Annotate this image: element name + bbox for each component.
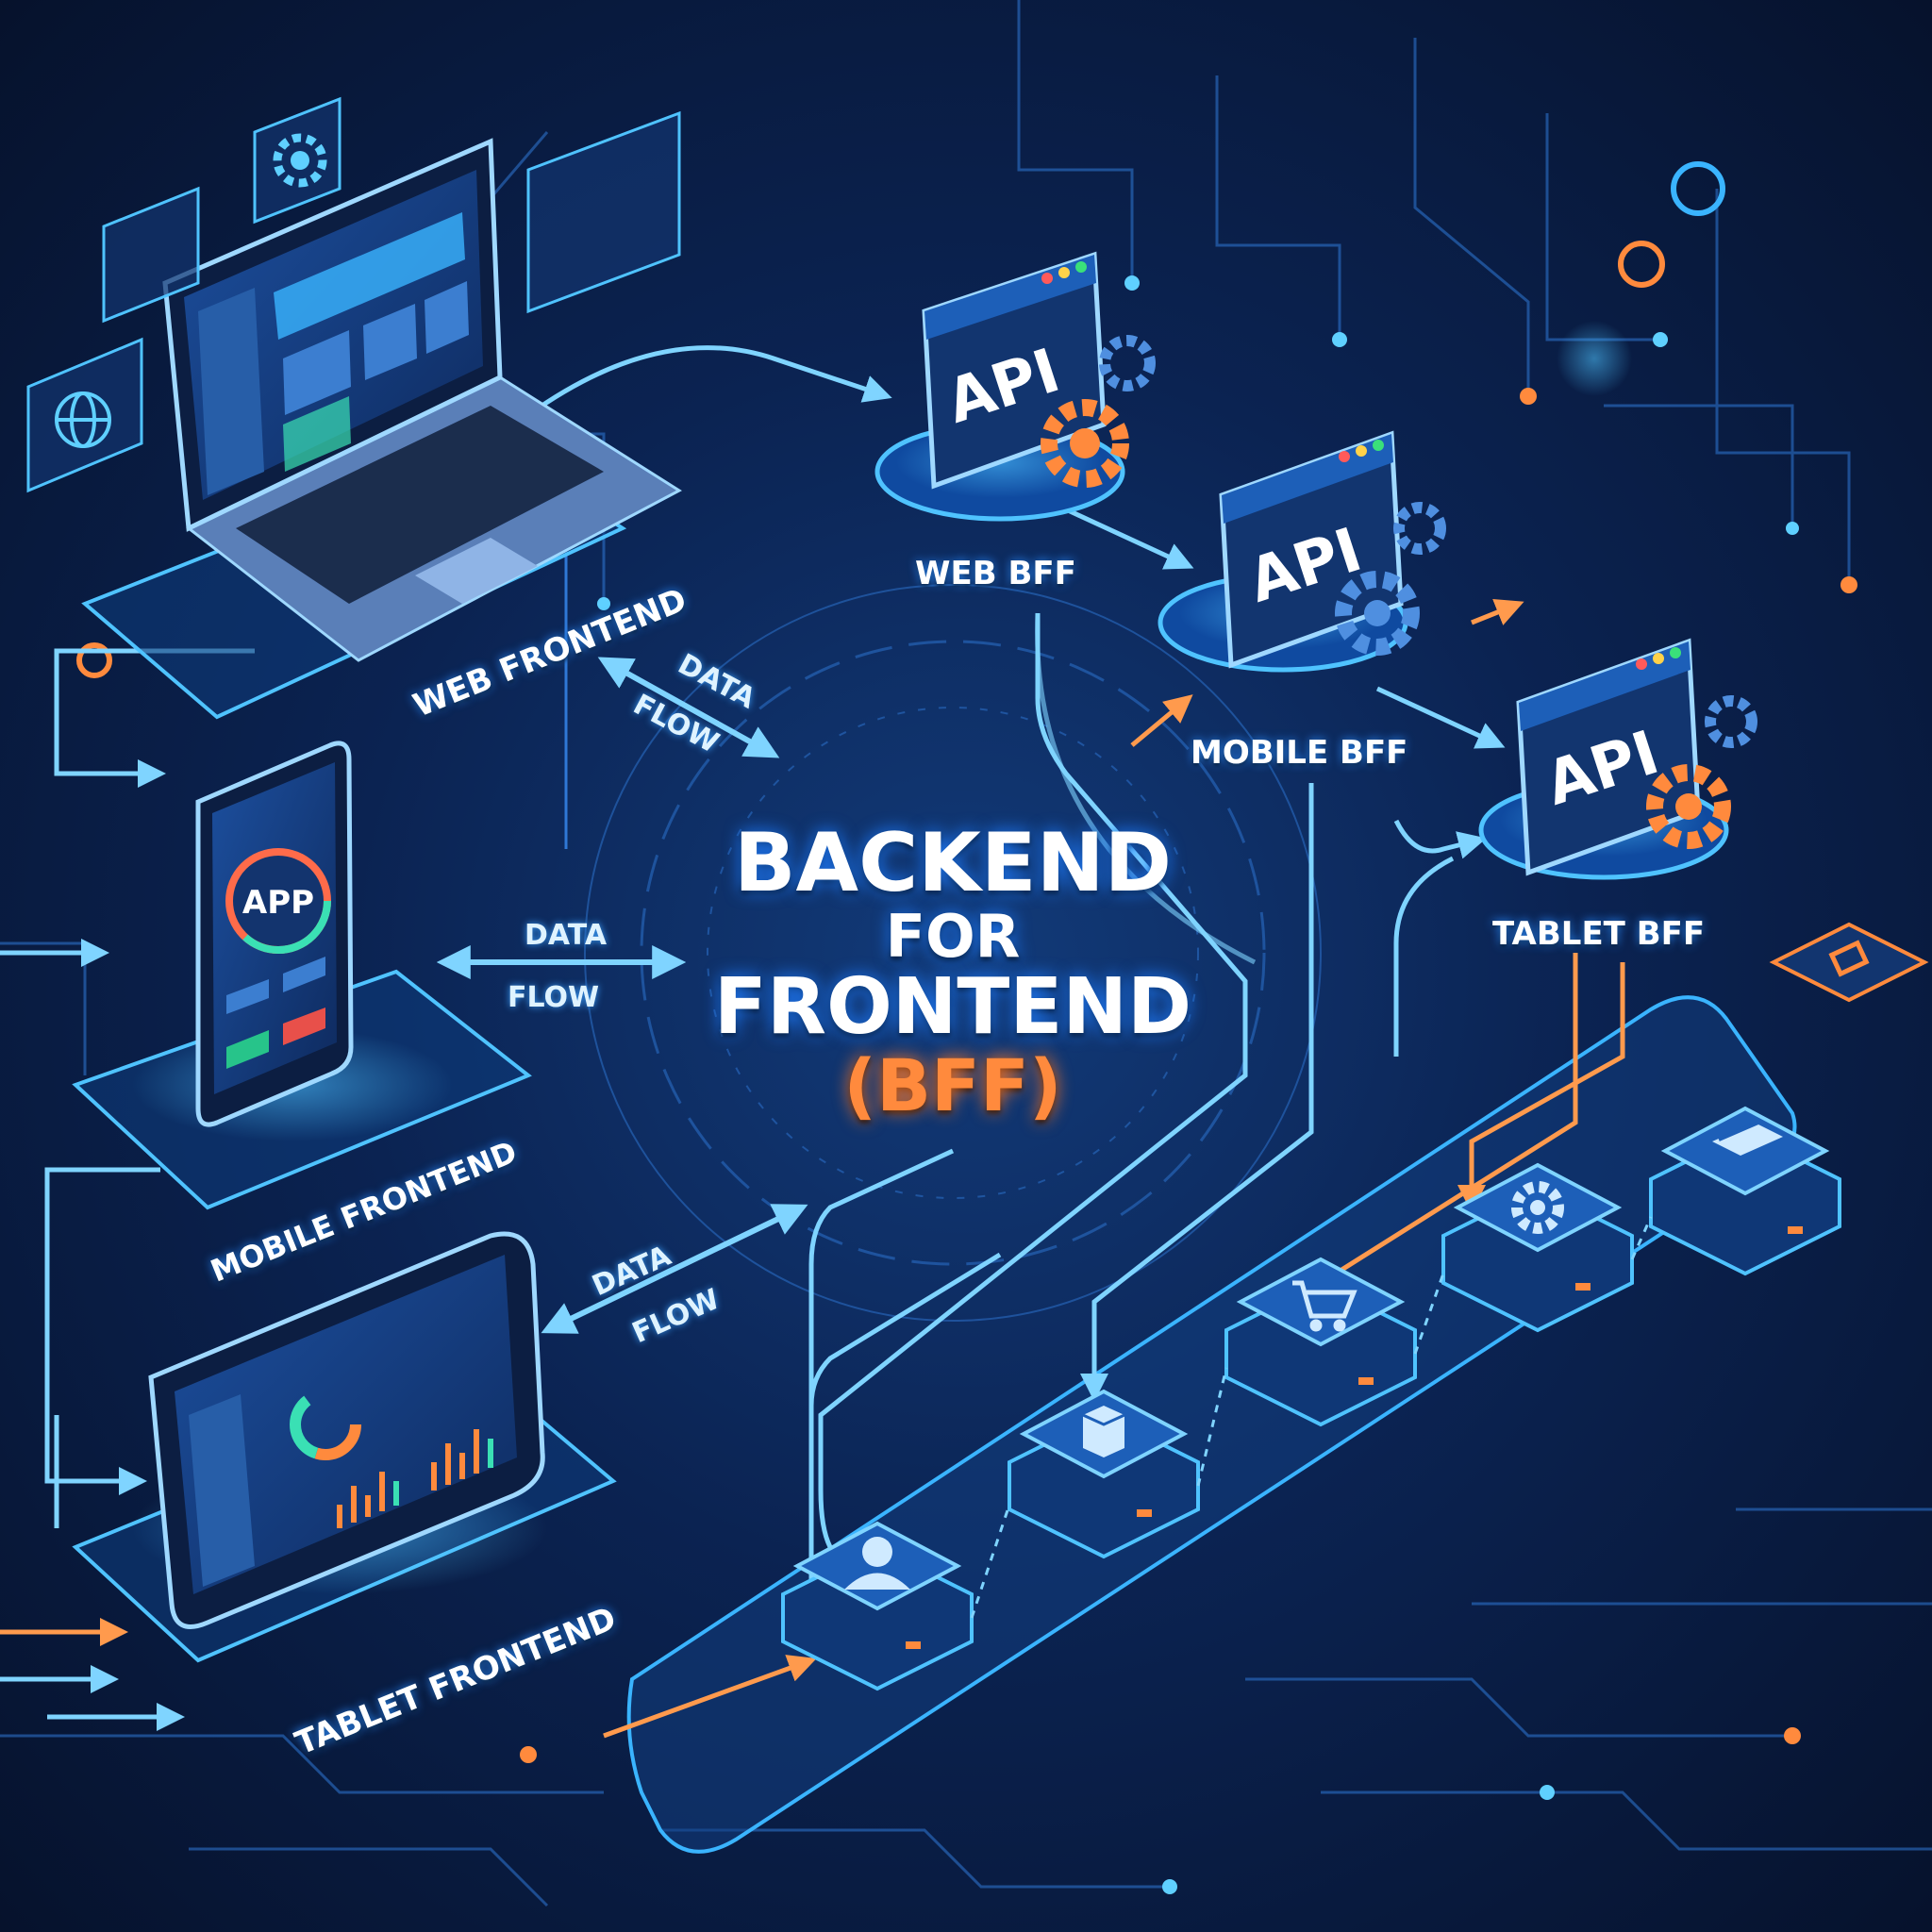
- tablet-bff-label: TABLET BFF: [1492, 915, 1706, 953]
- gear-icon: [1646, 695, 1757, 849]
- mobile-bff-label: MOBILE BFF: [1191, 734, 1408, 772]
- title-line-1: BACKEND: [734, 816, 1172, 910]
- smartphone-icon: APP: [72, 741, 532, 1210]
- gear-icon: [1041, 335, 1156, 488]
- data-flow-arrows: [436, 657, 808, 1334]
- app-screen-text: APP: [242, 884, 314, 922]
- shopping-cart-icon: [1292, 1280, 1357, 1332]
- connection-lines: [0, 345, 1625, 1739]
- bff-mobile-card: API: [1158, 430, 1446, 673]
- service-links: [970, 1216, 1653, 1619]
- tablet-icon: [72, 1231, 617, 1663]
- gear-icon: [273, 133, 327, 188]
- service-node-cart: [1224, 1257, 1417, 1427]
- data-flow-arrow-1: [597, 657, 780, 758]
- data-flow-arrow-3: [541, 1204, 808, 1334]
- gear-icon: [1335, 502, 1446, 656]
- gear-icon: [1511, 1181, 1564, 1234]
- web-bff-label: WEB BFF: [915, 555, 1076, 592]
- service-node-user: [781, 1521, 974, 1691]
- bff-tablet-card: API: [1478, 638, 1757, 880]
- globe-icon: [55, 391, 111, 448]
- bff-web-card: API: [874, 251, 1156, 522]
- service-node-package: [1008, 1389, 1200, 1559]
- background-nodes: [76, 161, 1857, 1894]
- chip-icon: [1769, 922, 1929, 1003]
- title-line-2: FOR: [885, 902, 1021, 972]
- credit-card-icon: [1712, 1120, 1783, 1156]
- laptop-icon: [81, 138, 682, 720]
- package-icon: [1082, 1406, 1125, 1457]
- title-line-3: FRONTEND: [713, 962, 1192, 1053]
- data-flow-2-line1: DATA: [525, 919, 608, 952]
- user-icon: [844, 1537, 910, 1590]
- data-flow-2-line2: FLOW: [508, 981, 600, 1014]
- service-node-card: [1649, 1106, 1841, 1276]
- diagram-title: BACKEND FOR FRONTEND (BFF): [651, 821, 1255, 1124]
- floating-panels: [26, 96, 681, 493]
- service-node-gear: [1441, 1162, 1634, 1333]
- title-line-4: (BFF): [843, 1043, 1062, 1128]
